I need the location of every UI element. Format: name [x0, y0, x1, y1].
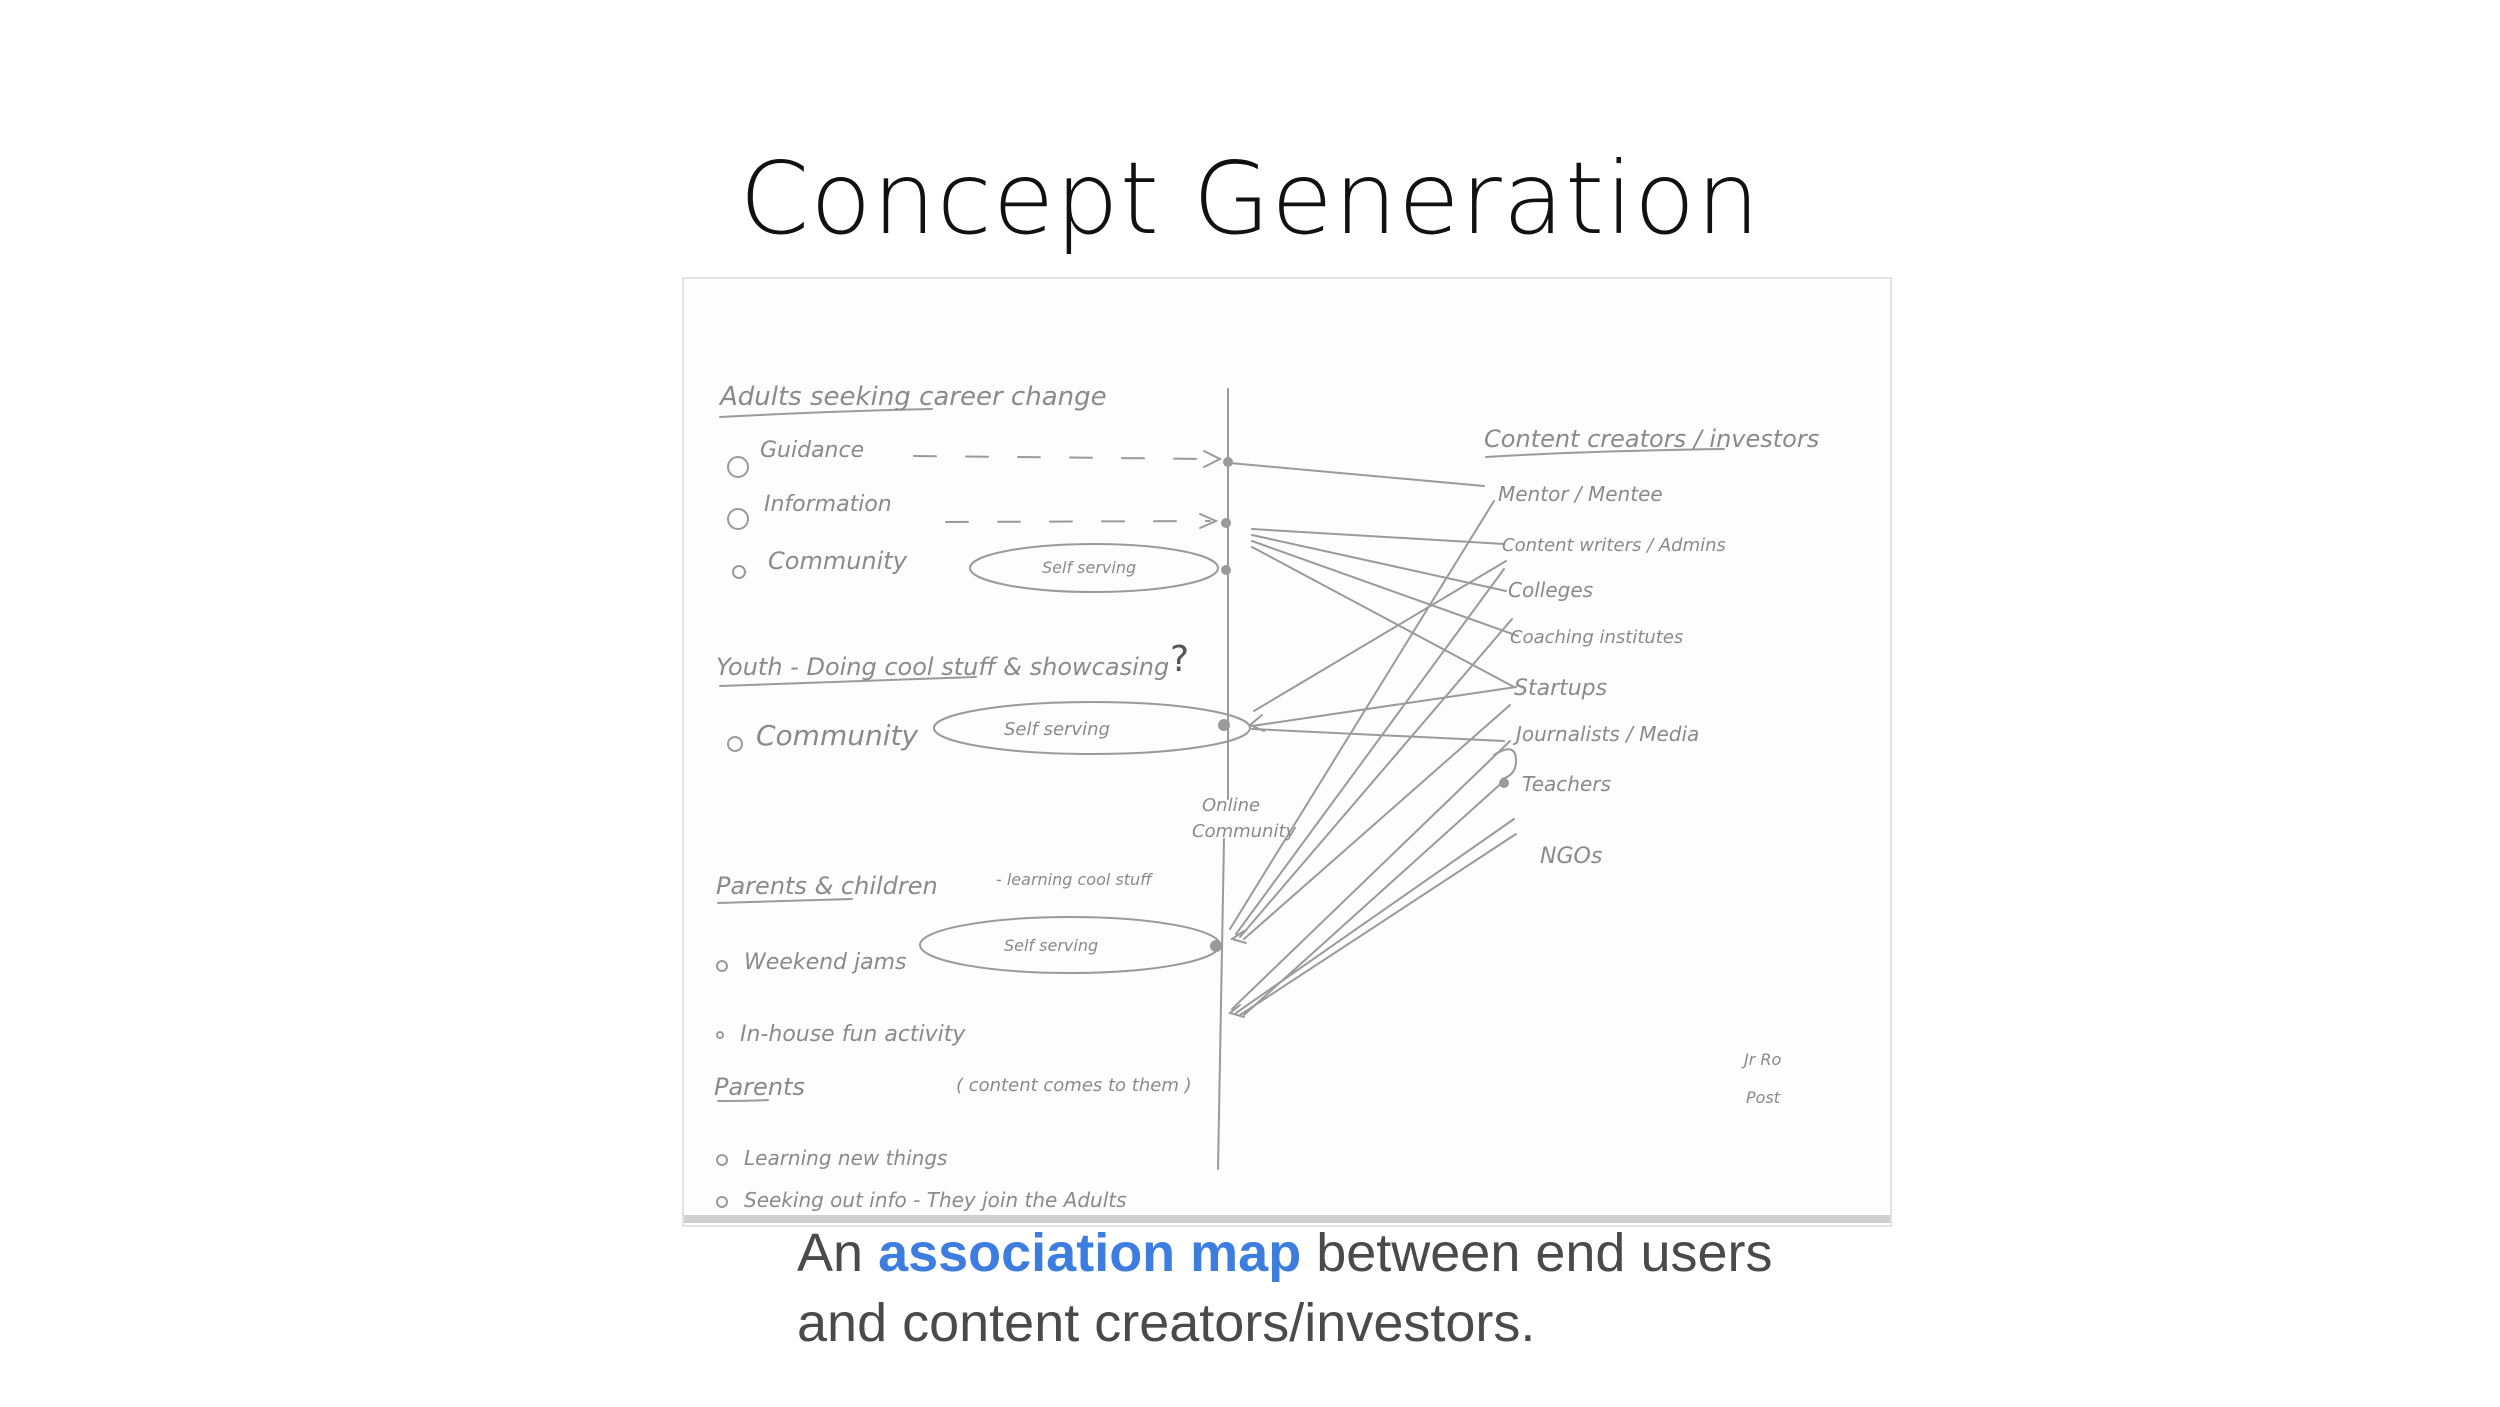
creator-mentor-mentee: Mentor / Mentee: [1498, 482, 1663, 506]
loop-youth: [933, 701, 1251, 755]
creator-colleges: Colleges: [1508, 578, 1593, 602]
corner-note-line-1: Jr Ro: [1741, 1050, 1782, 1069]
loop-adults: [969, 543, 1219, 593]
bullet-guidance: [727, 456, 749, 478]
loop-label-youth: Self serving: [1004, 719, 1110, 740]
heading-youth: Youth - Doing cool stuff & showcasing: [716, 653, 1169, 681]
heading-parents: Parents: [714, 1073, 805, 1101]
guidance-dashed-arrow: [913, 455, 1215, 460]
information-dashed-arrow: [945, 520, 1211, 523]
item-community-youth: Community: [756, 719, 918, 752]
heading-parents-note: ( content comes to them ): [956, 1075, 1192, 1096]
caption-line-2: and content creators/investors.: [797, 1293, 1536, 1353]
loop-label-adults: Self serving: [1042, 558, 1136, 577]
corner-note-line-2: Post: [1746, 1088, 1781, 1107]
caption-suffix: between end users: [1301, 1223, 1773, 1283]
caption: An association map between end users and…: [797, 1218, 2097, 1358]
creator-journalists-media: Journalists / Media: [1512, 722, 1699, 746]
creator-content-writers: Content writers / Admins: [1502, 535, 1726, 556]
center-label-community: Community: [1192, 821, 1297, 842]
loop-label-parents-children: Self serving: [1004, 936, 1098, 955]
item-information: Information: [764, 492, 892, 517]
information-arrow-head: [1199, 513, 1219, 529]
heading-content-creators: Content creators / investors: [1484, 425, 1819, 453]
item-community-adults: Community: [768, 547, 908, 575]
creator-ngos: NGOs: [1540, 844, 1602, 869]
heading-underline-adults: [719, 408, 933, 418]
center-label-online: Online: [1202, 795, 1260, 816]
heading-parents-children-note: - learning cool stuff: [996, 870, 1154, 889]
heading-underline-youth: [719, 676, 977, 687]
slide-title: Concept Generation: [739, 140, 1761, 257]
online-community-line-bottom: [1217, 838, 1225, 1170]
item-learning-new-things: Learning new things: [744, 1146, 947, 1170]
creator-coaching-institutes: Coaching institutes: [1510, 627, 1683, 648]
association-map-sketch: Adults seeking career change Guidance In…: [682, 277, 1892, 1227]
link-guidance-mentor: [1229, 462, 1485, 487]
item-guidance: Guidance: [760, 438, 864, 463]
heading-youth-question-mark: ?: [1170, 639, 1189, 680]
heading-adults: Adults seeking career change: [718, 382, 1107, 412]
bullet-information: [727, 508, 749, 530]
creator-teachers: Teachers: [1522, 772, 1611, 796]
item-in-house-fun-activity: In-house fun activity: [740, 1022, 966, 1047]
creator-startups: Startups: [1514, 676, 1607, 701]
heading-underline-creators: [1485, 448, 1725, 458]
sketch-drawing: Adults seeking career change Guidance In…: [684, 382, 1890, 1223]
item-seeking-out-info: Seeking out info - They join the Adults: [744, 1188, 1127, 1212]
heading-underline-parents: [717, 1099, 769, 1102]
guidance-arrow-head: [1203, 450, 1223, 468]
item-weekend-jams: Weekend jams: [744, 950, 907, 975]
caption-highlight: association map: [878, 1223, 1302, 1283]
caption-prefix: An: [797, 1223, 879, 1283]
heading-underline-parents-children: [717, 898, 853, 904]
heading-parents-children: Parents & children: [716, 872, 938, 900]
